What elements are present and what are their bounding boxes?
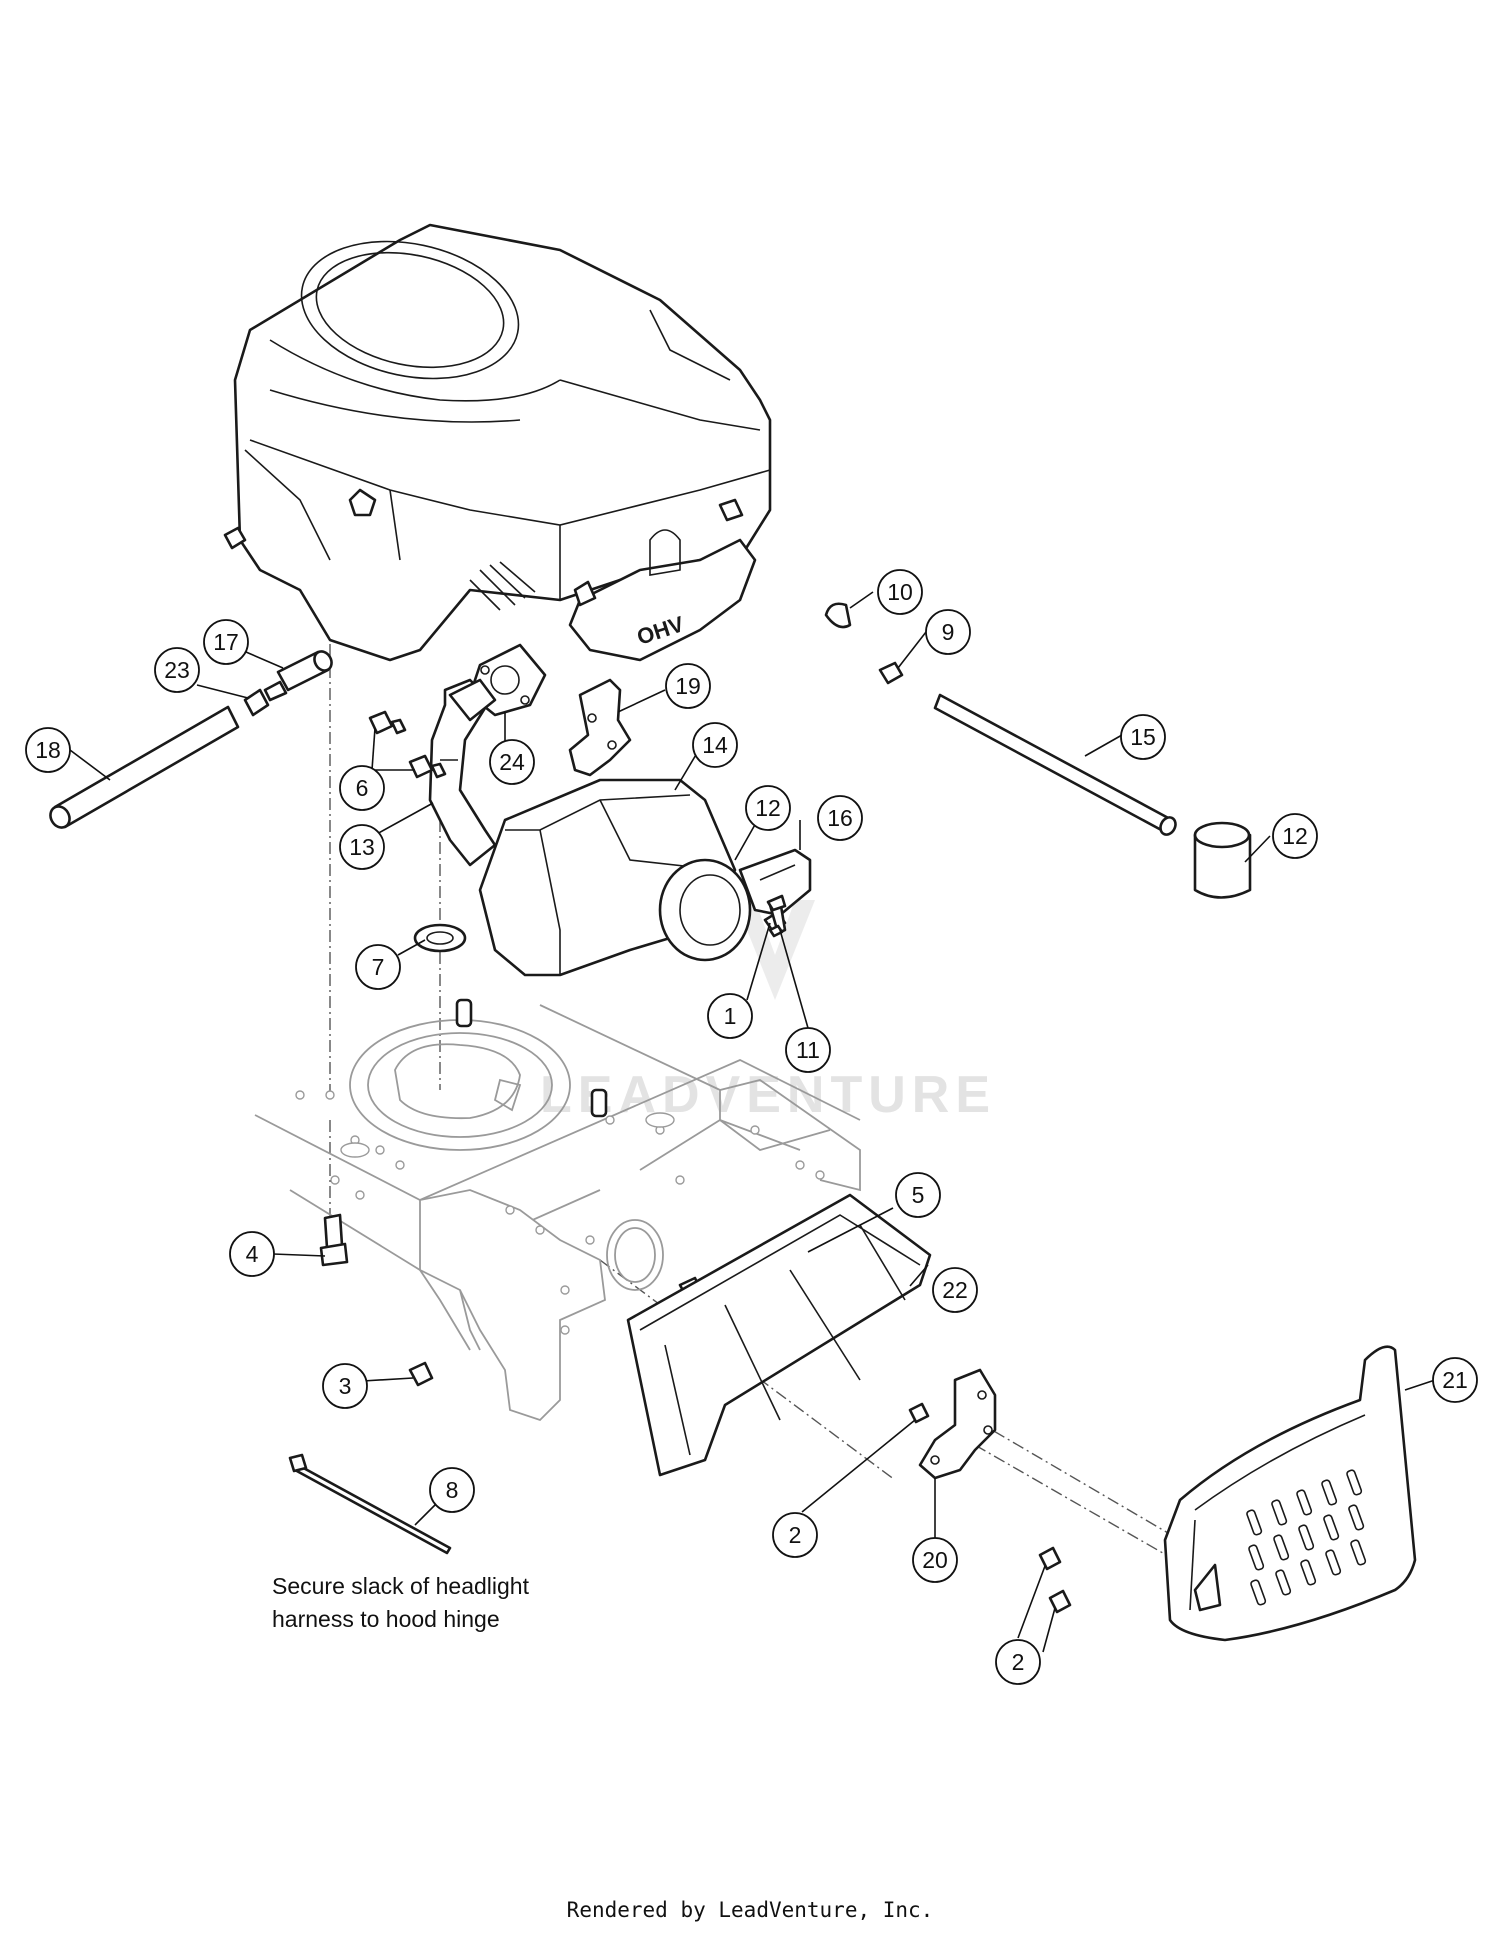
callout-9: 9 [925, 609, 971, 655]
callout-15-label: 15 [1130, 724, 1156, 750]
callout-2-grille-label: 2 [1012, 1649, 1025, 1675]
footer-credit: Rendered by LeadVenture, Inc. [566, 1898, 934, 1922]
callout-17-label: 17 [213, 629, 239, 655]
callout-5-label: 5 [912, 1182, 925, 1208]
note-line-1: Secure slack of headlight [272, 1573, 530, 1599]
callout-12-muffler: 12 [745, 785, 791, 831]
callout-15: 15 [1120, 714, 1166, 760]
callout-7-label: 7 [372, 954, 385, 980]
callout-19-label: 19 [675, 673, 701, 699]
callout-8-label: 8 [446, 1477, 459, 1503]
callout-2-grille: 2 [995, 1639, 1041, 1685]
callout-5: 5 [895, 1172, 941, 1218]
callout-23-label: 23 [164, 657, 190, 683]
callout-10-label: 10 [887, 579, 913, 605]
callout-14: 14 [692, 722, 738, 768]
callout-21: 21 [1432, 1357, 1478, 1403]
callout-1: 1 [707, 993, 753, 1039]
muffler-bracket [568, 678, 632, 777]
hood-hinge-bracket [918, 1368, 997, 1480]
heat-shield [626, 1193, 932, 1477]
callout-4: 4 [229, 1231, 275, 1277]
callout-18-label: 18 [35, 737, 61, 763]
callout-6: 6 [339, 765, 385, 811]
watermark: LEADVENTURE [540, 900, 990, 1124]
callout-16: 16 [817, 795, 863, 841]
callout-8: 8 [429, 1467, 475, 1513]
callout-7: 7 [355, 944, 401, 990]
callout-1-label: 1 [724, 1003, 737, 1029]
callout-3: 3 [322, 1363, 368, 1409]
callout-20: 20 [912, 1537, 958, 1583]
callout-22: 22 [932, 1267, 978, 1313]
grille-vents [1246, 1469, 1367, 1606]
callout-14-label: 14 [702, 732, 728, 758]
callout-18: 18 [25, 727, 71, 773]
callout-11-label: 11 [796, 1037, 820, 1063]
callout-11: 11 [785, 1027, 831, 1073]
callout-12-cap: 12 [1272, 813, 1318, 859]
callout-20-label: 20 [922, 1547, 948, 1573]
callout-16-label: 16 [827, 805, 853, 831]
callout-10: 10 [877, 569, 923, 615]
callout-2-bracket: 2 [772, 1512, 818, 1558]
fuel-line-parts [49, 650, 333, 829]
callout-12-cap-label: 12 [1282, 823, 1308, 849]
callout-19: 19 [665, 663, 711, 709]
note-line-2: harness to hood hinge [272, 1606, 500, 1632]
tractor-frame [254, 1004, 861, 1422]
callout-22-label: 22 [942, 1277, 968, 1303]
callout-9-label: 9 [942, 619, 955, 645]
assembly-note: Secure slack of headlight harness to hoo… [272, 1573, 530, 1632]
callout-17: 17 [203, 619, 249, 665]
breather-tube [933, 693, 1252, 899]
muffler [478, 778, 812, 977]
callout-21-label: 21 [1442, 1367, 1468, 1393]
callout-24-label: 24 [499, 749, 525, 775]
callout-12-label: 12 [755, 795, 781, 821]
callout-13: 13 [339, 824, 385, 870]
engine: OHV [223, 223, 772, 717]
front-grille [1163, 1345, 1417, 1642]
callout-2-label: 2 [789, 1522, 802, 1548]
callout-23: 23 [154, 647, 200, 693]
callout-4-label: 4 [246, 1241, 259, 1267]
callout-13-label: 13 [349, 834, 375, 860]
callout-6-label: 6 [356, 775, 369, 801]
callout-3-label: 3 [339, 1373, 352, 1399]
callout-24: 24 [489, 739, 535, 785]
